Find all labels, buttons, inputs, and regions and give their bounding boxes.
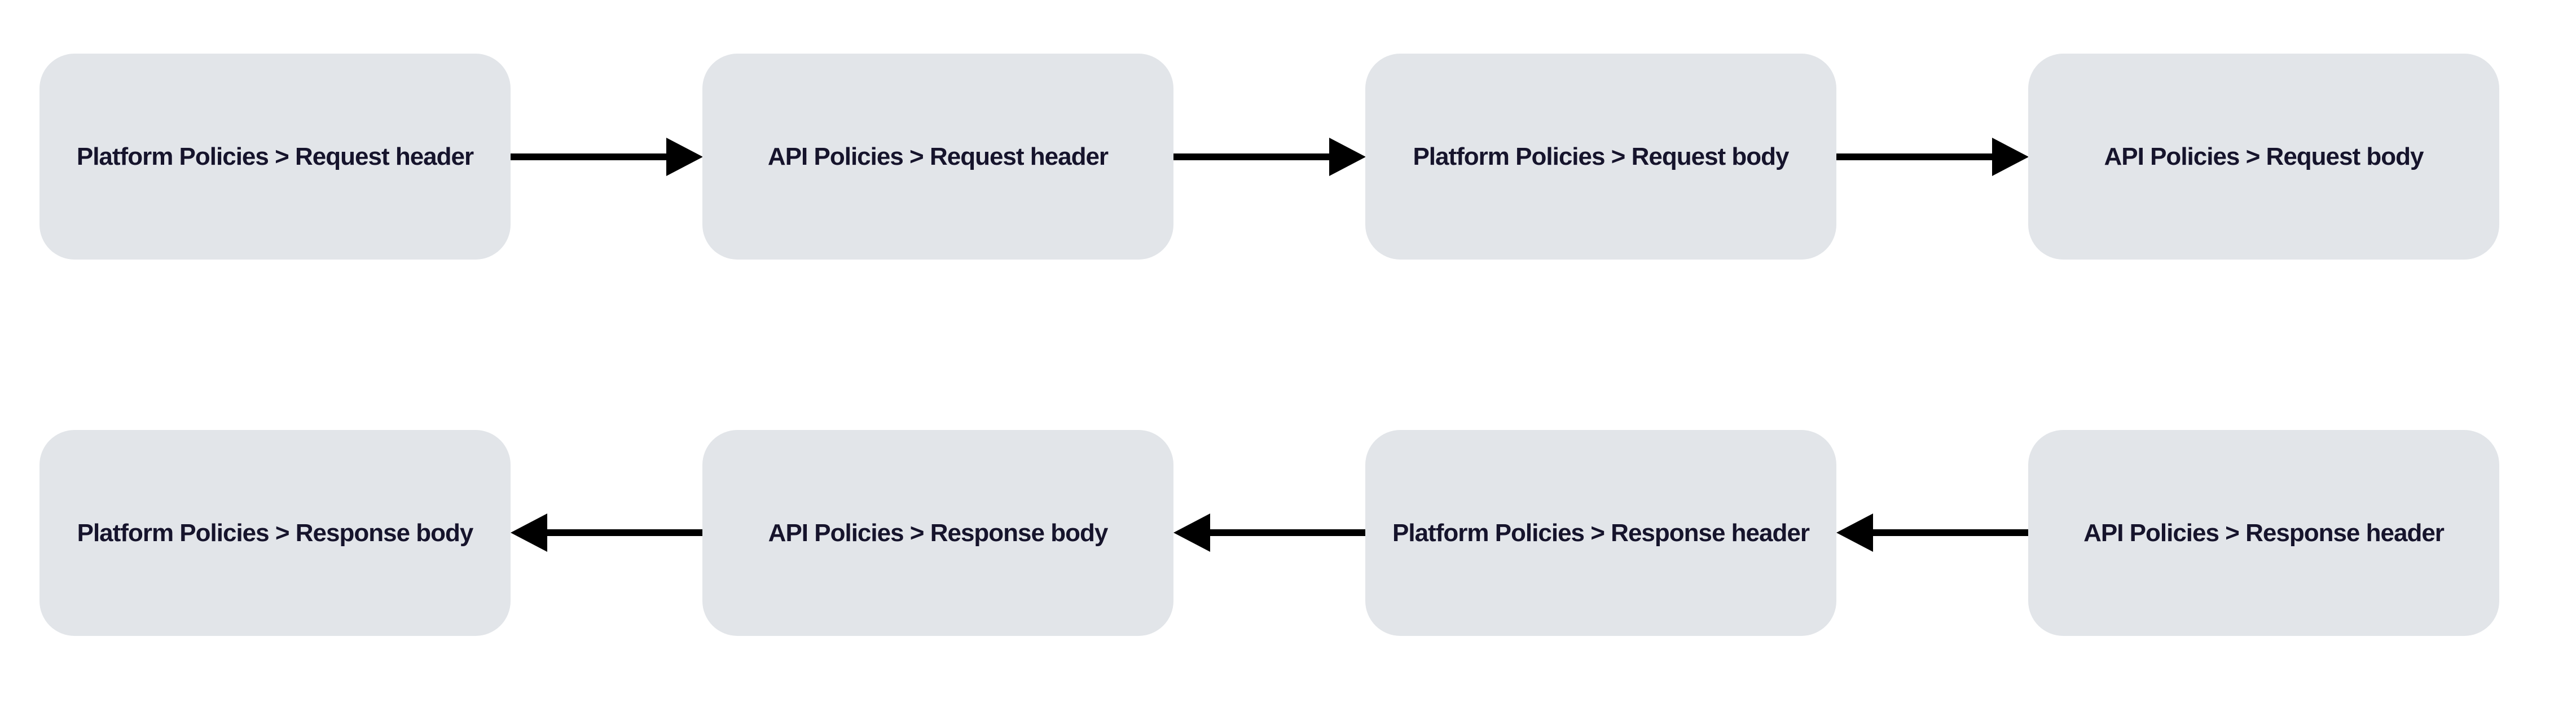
node-api-policies-request-body: API Policies > Request body: [2028, 54, 2499, 260]
arrow-shaft: [1173, 153, 1330, 160]
node-api-policies-request-header: API Policies > Request header: [702, 54, 1173, 260]
arrow-head: [1173, 513, 1210, 552]
node-platform-policies-request-header: Platform Policies > Request header: [39, 54, 511, 260]
node-label: API Policies > Response header: [2083, 519, 2445, 547]
node-label: API Policies > Request body: [2104, 142, 2424, 170]
arrow-shaft: [1836, 153, 1993, 160]
node-label: API Policies > Request header: [767, 142, 1109, 170]
node-api-policies-response-header: API Policies > Response header: [2028, 430, 2499, 636]
arrow-shaft: [547, 529, 703, 536]
node-platform-policies-response-body: Platform Policies > Response body: [39, 430, 511, 636]
arrow-shaft: [1872, 529, 2029, 536]
arrow-head: [1329, 138, 1366, 176]
node-label: Platform Policies > Response header: [1392, 519, 1810, 547]
arrow-head: [1992, 138, 2029, 176]
arrow-left-icon: [1173, 513, 1366, 552]
node-platform-policies-request-body: Platform Policies > Request body: [1365, 54, 1836, 260]
node-platform-policies-response-header: Platform Policies > Response header: [1365, 430, 1836, 636]
arrow-shaft: [511, 153, 667, 160]
node-label: Platform Policies > Request header: [76, 142, 474, 170]
node-label: Platform Policies > Response body: [77, 519, 474, 547]
node-label: API Policies > Response body: [768, 519, 1109, 547]
arrow-head: [1836, 513, 1873, 552]
node-label: Platform Policies > Request body: [1413, 142, 1789, 170]
arrow-right-icon: [511, 138, 703, 176]
node-api-policies-response-body: API Policies > Response body: [702, 430, 1173, 636]
arrow-shaft: [1210, 529, 1366, 536]
arrow-left-icon: [1836, 513, 2029, 552]
arrow-right-icon: [1173, 138, 1366, 176]
arrow-left-icon: [511, 513, 703, 552]
arrow-head: [511, 513, 547, 552]
arrow-right-icon: [1836, 138, 2029, 176]
arrow-head: [666, 138, 703, 176]
